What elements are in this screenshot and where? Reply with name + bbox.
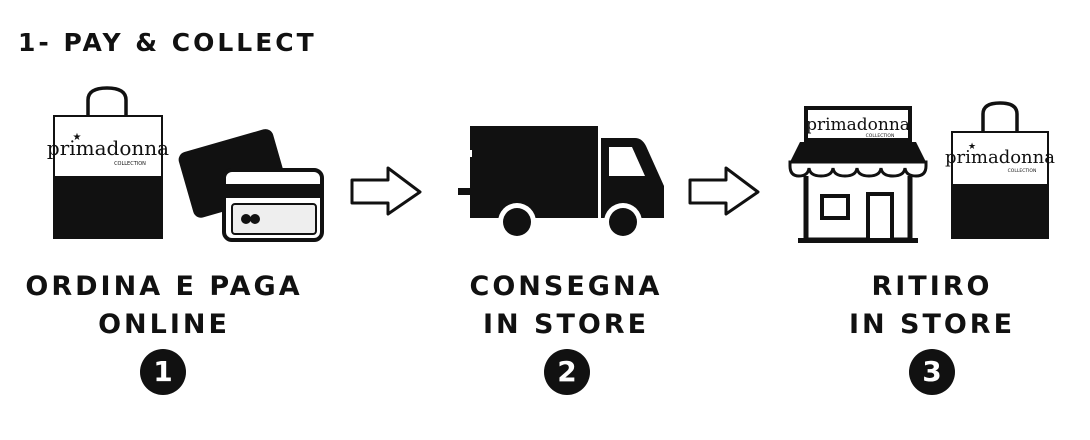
step-2-line2: IN STORE (482, 309, 650, 340)
step-3-label: RITIRO IN STORE (812, 268, 1052, 344)
step-2-label: CONSEGNA IN STORE (446, 268, 686, 344)
store-sign-sub: COLLECTION (866, 133, 895, 139)
bag-brand-sub: COLLECTION (114, 161, 146, 167)
arrow-right-icon (688, 166, 760, 216)
store-sign-text: primadonna (806, 115, 910, 135)
shopping-bag-icon: primadonna COLLECTION ★ (945, 101, 1055, 239)
step-1-line2: ONLINE (98, 309, 230, 340)
credit-card-icon (178, 129, 324, 242)
bag-brand-text: primadonna (47, 136, 169, 160)
step-3-line1: RITIRO (871, 271, 993, 302)
bag-brand-text: primadonna (945, 147, 1055, 168)
svg-text:★: ★ (968, 142, 976, 152)
page-title: 1- PAY & COLLECT (18, 28, 317, 57)
step-1-line1: ORDINA E PAGA (25, 271, 303, 302)
process-illustration: primadonna COLLECTION ★ primadonna (47, 86, 1055, 243)
arrow-right-icon (350, 166, 422, 216)
bag-brand-sub: COLLECTION (1008, 168, 1037, 174)
step-1-number-badge: 1 (140, 349, 186, 395)
step-2-line1: CONSEGNA (469, 271, 663, 302)
shopping-bag-icon: primadonna COLLECTION ★ (47, 86, 169, 239)
step-3-number-badge: 3 (909, 349, 955, 395)
step-3-line2: IN STORE (848, 309, 1016, 340)
store-icon: primadonna COLLECTION (788, 106, 928, 243)
delivery-truck-icon (432, 126, 664, 241)
svg-text:★: ★ (73, 132, 82, 143)
step-1-label: ORDINA E PAGA ONLINE (14, 268, 314, 344)
step-2-number-badge: 2 (544, 349, 590, 395)
